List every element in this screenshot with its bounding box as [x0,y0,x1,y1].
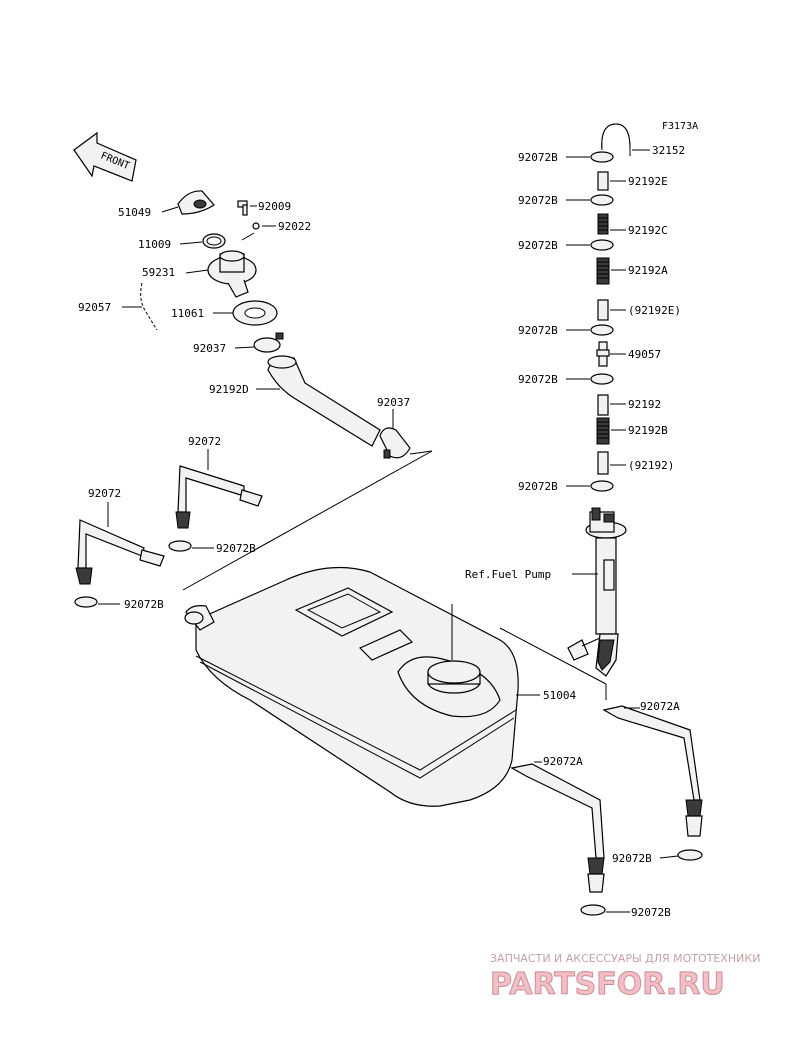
gasket-11061 [232,300,278,326]
callout-92072a-2: 92072A [543,755,583,768]
hose-92192e [597,171,609,191]
strap-92057 [140,282,158,331]
callout-r92072b-2: 92072B [518,194,558,207]
callout-r92072b-5: 92072B [518,373,558,386]
oring-11009 [202,233,226,249]
filler-cap [177,190,215,215]
callout-r92072b-3: 92072B [518,239,558,252]
strap-92072-lower [75,519,165,585]
fitting-49057 [596,341,610,367]
callout-92192b: 92192B [628,424,668,437]
watermark-brand: PARTSFOR.RU [490,967,725,1002]
callout-92072b-1: 92072B [216,542,256,555]
watermark-tagline: ЗАПЧАСТИ И АКСЕССУАРЫ ДЛЯ МОТОТЕХНИКИ [490,952,760,965]
clip-92072b-3 [677,849,703,861]
hose-32152 [601,123,631,156]
clamp-92037-lower [379,427,411,459]
callout-r92072b-4: 92072B [518,324,558,337]
callout-92037-upper: 92037 [193,342,226,355]
clamp-stack-3 [590,239,614,251]
callout-92192a: 92192A [628,264,668,277]
callout-92192c: 92192C [628,224,668,237]
callout-r92072b-6: 92072B [518,480,558,493]
callout-92072a-1: 92072A [640,700,680,713]
hose-92192-ref [597,451,609,475]
sleeve-92192c [597,213,609,235]
callout-92072b-4: 92072B [631,906,671,919]
sleeve-92192a [596,257,610,285]
callout-92192e-ref: (92192E) [628,304,681,317]
sleeve-92192b [596,417,610,445]
bolt-92009 [237,200,248,216]
reference-fuel-pump: Ref.Fuel Pump [465,568,551,581]
filler-hose-92192d [267,355,381,447]
callout-92192: 92192 [628,398,661,411]
hose-92192e-ref [597,299,609,321]
clamp-stack-5 [590,373,614,385]
clamp-stack-6 [590,480,614,492]
callout-51004: 51004 [543,689,576,702]
callout-92192-ref: (92192) [628,459,674,472]
strap-92072a-right [602,705,703,837]
clamp-92037-upper [253,332,284,353]
callout-92057: 92057 [78,301,111,314]
callout-32152: 32152 [652,144,685,157]
front-arrow-icon: FRONT [73,131,137,182]
callout-51049: 51049 [118,206,151,219]
fuel-pump [567,507,627,677]
callout-59231: 59231 [142,266,175,279]
hose-92192 [597,394,609,416]
callout-92009: 92009 [258,200,291,213]
clamp-stack-4 [590,324,614,336]
strap-92072a-lower [510,763,605,893]
callout-49057: 49057 [628,348,661,361]
clamp-stack-2 [590,194,614,206]
figure-code: F3173A [662,121,698,132]
clip-92072b-1 [168,540,192,552]
callout-92072-lower: 92072 [88,487,121,500]
filler-neck-59231 [207,250,257,298]
callout-11009: 11009 [138,238,171,251]
callout-r92072b-1: 92072B [518,151,558,164]
clamp-stack-1 [590,151,614,163]
callout-92037-lower: 92037 [377,396,410,409]
clip-92072b-4 [580,904,606,916]
fuel-tank [184,566,519,807]
callout-92072-upper: 92072 [188,435,221,448]
callout-11061: 11061 [171,307,204,320]
callout-92072b-2: 92072B [124,598,164,611]
callout-92022: 92022 [278,220,311,233]
nut-92022 [252,222,260,230]
callout-92072b-3: 92072B [612,852,652,865]
callout-92192d: 92192D [209,383,249,396]
clip-92072b-2 [74,596,98,608]
strap-92072-upper [175,465,263,529]
callout-92192e: 92192E [628,175,668,188]
